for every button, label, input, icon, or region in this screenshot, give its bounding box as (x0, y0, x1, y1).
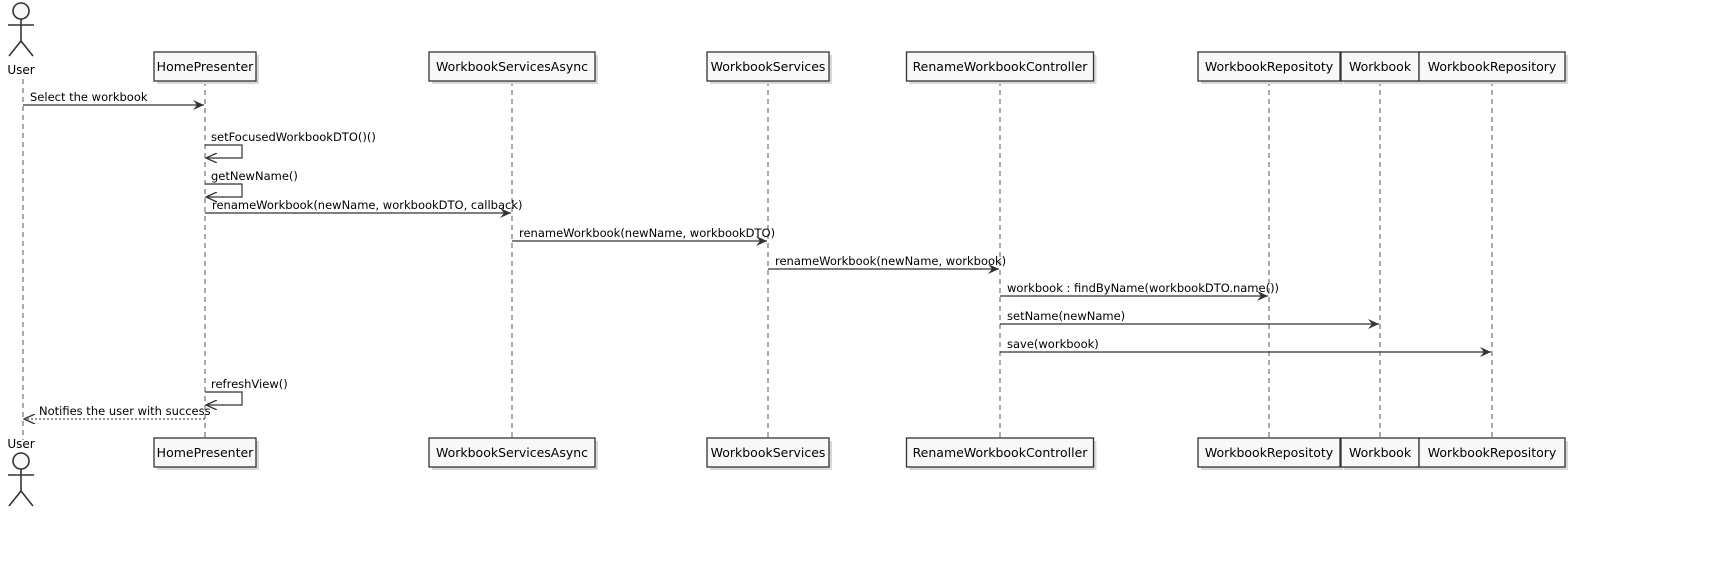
message-label: renameWorkbook(newName, workbookDTO, cal… (212, 198, 523, 212)
message-label: setFocusedWorkbookDTO()() (211, 130, 376, 144)
participant-label: HomePresenter (157, 445, 255, 460)
message-3: getNewName() (205, 169, 298, 197)
participant-wrepoty-top: WorkbookRepositoty (1197, 51, 1343, 84)
participant-home-top: HomePresenter (153, 51, 259, 84)
message-label: setName(newName) (1007, 309, 1125, 323)
message-label: workbook : findByName(workbookDTO.name()… (1007, 281, 1279, 295)
participant-label: HomePresenter (157, 59, 255, 74)
participant-label: WorkbookRepository (1428, 59, 1557, 74)
participant-label: WorkbookServices (711, 445, 826, 460)
participant-label: Workbook (1349, 59, 1412, 74)
participant-ws-bottom: WorkbookServices (706, 437, 832, 470)
message-7: workbook : findByName(workbookDTO.name()… (1000, 281, 1279, 301)
message-6: renameWorkbook(newName, workbook) (768, 254, 1006, 274)
participant-label: WorkbookRepository (1428, 445, 1557, 460)
participant-label: WorkbookRepositoty (1205, 445, 1334, 460)
message-9: save(workbook) (1000, 337, 1491, 357)
message-label: renameWorkbook(newName, workbookDTO) (519, 226, 775, 240)
participant-rwc-bottom: RenameWorkbookController (905, 437, 1097, 470)
participant-wrepoty-bottom: WorkbookRepositoty (1197, 437, 1343, 470)
message-10: refreshView() (205, 377, 288, 405)
participant-wsa-bottom: WorkbookServicesAsync (428, 437, 598, 470)
participant-wrepo-bottom: WorkbookRepository (1418, 437, 1568, 470)
participant-rwc-top: RenameWorkbookController (905, 51, 1097, 84)
actor-user-top: User (7, 2, 35, 77)
participant-ws-top: WorkbookServices (706, 51, 832, 84)
message-label: Notifies the user with success (39, 404, 211, 418)
message-11: Notifies the user with success (24, 404, 211, 419)
participant-wrepo-top: WorkbookRepository (1418, 51, 1568, 84)
participant-label: Workbook (1349, 445, 1412, 460)
message-label: Select the workbook (30, 90, 148, 104)
actor-user-bottom: User (7, 437, 35, 507)
message-4: renameWorkbook(newName, workbookDTO, cal… (205, 198, 523, 218)
participant-label: User (7, 437, 34, 451)
message-label: save(workbook) (1007, 337, 1099, 351)
participant-label: WorkbookServicesAsync (436, 445, 588, 460)
message-5: renameWorkbook(newName, workbookDTO) (512, 226, 775, 246)
participant-wb-top: Workbook (1340, 51, 1422, 84)
participant-wsa-top: WorkbookServicesAsync (428, 51, 598, 84)
participant-label: WorkbookServicesAsync (436, 59, 588, 74)
participant-label: RenameWorkbookController (913, 445, 1089, 460)
message-8: setName(newName) (1000, 309, 1379, 329)
message-1: Select the workbook (23, 90, 204, 110)
participant-home-bottom: HomePresenter (153, 437, 259, 470)
participant-wb-bottom: Workbook (1340, 437, 1422, 470)
participant-label: RenameWorkbookController (913, 59, 1089, 74)
message-label: renameWorkbook(newName, workbook) (775, 254, 1006, 268)
participant-label: WorkbookServices (711, 59, 826, 74)
participant-label: User (7, 63, 34, 77)
message-label: refreshView() (211, 377, 288, 391)
message-2: setFocusedWorkbookDTO()() (205, 130, 376, 158)
participant-label: WorkbookRepositoty (1205, 59, 1334, 74)
message-label: getNewName() (211, 169, 298, 183)
